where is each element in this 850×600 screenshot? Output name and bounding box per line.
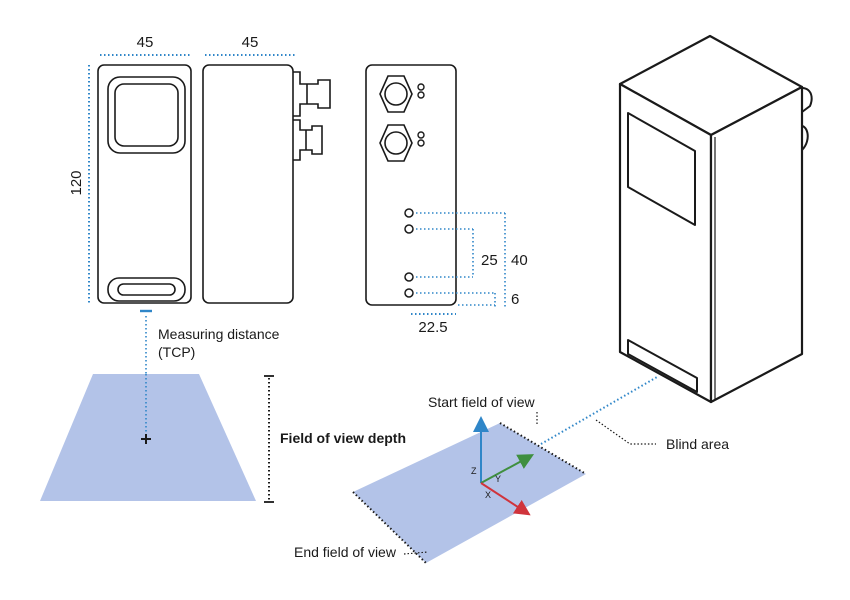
- end-field-of-view-callout: End field of view: [294, 544, 429, 560]
- front-width-dimension: 45: [100, 34, 190, 56]
- field-of-view-depth-dimension: Field of view depth: [264, 375, 406, 503]
- front-view: [97, 64, 192, 304]
- side-width-label: 45: [242, 34, 259, 51]
- y-axis-label: Y: [495, 474, 501, 484]
- z-axis-label: Z: [471, 466, 477, 476]
- coordinate-axes: Z Y X: [471, 416, 535, 516]
- measuring-distance-label: Measuring distance: [158, 326, 280, 342]
- hole-offset-6-label: 6: [511, 291, 519, 308]
- x-axis-arrow: [480, 482, 531, 516]
- height-label: 120: [68, 170, 85, 195]
- hole-spacing-dimensions: 25 40 6: [416, 212, 528, 309]
- side-width-dimension: 45: [205, 34, 295, 56]
- start-field-of-view-label: Start field of view: [428, 394, 535, 410]
- field-of-view-depth-label: Field of view depth: [280, 430, 406, 446]
- blind-area-callout: Blind area: [540, 376, 729, 452]
- blind-area-label: Blind area: [666, 436, 729, 452]
- rear-view: [365, 64, 457, 306]
- height-dimension: 120: [68, 65, 90, 303]
- x-axis-label: X: [485, 490, 491, 500]
- end-field-of-view-label: End field of view: [294, 544, 397, 560]
- y-axis-arrow: [480, 454, 535, 484]
- isometric-sensor: [618, 34, 813, 404]
- start-field-of-view-callout: Start field of view: [428, 394, 538, 425]
- front-width-label: 45: [137, 34, 154, 51]
- hole-spacing-25-label: 25: [481, 252, 498, 269]
- hole-spacing-40-label: 40: [511, 252, 528, 269]
- field-of-view-trapezoid: [40, 374, 256, 501]
- rear-width-dimension: 22.5: [411, 313, 456, 336]
- tcp-label: (TCP): [158, 344, 195, 360]
- side-view: [202, 64, 331, 304]
- rear-width-label: 22.5: [418, 319, 447, 336]
